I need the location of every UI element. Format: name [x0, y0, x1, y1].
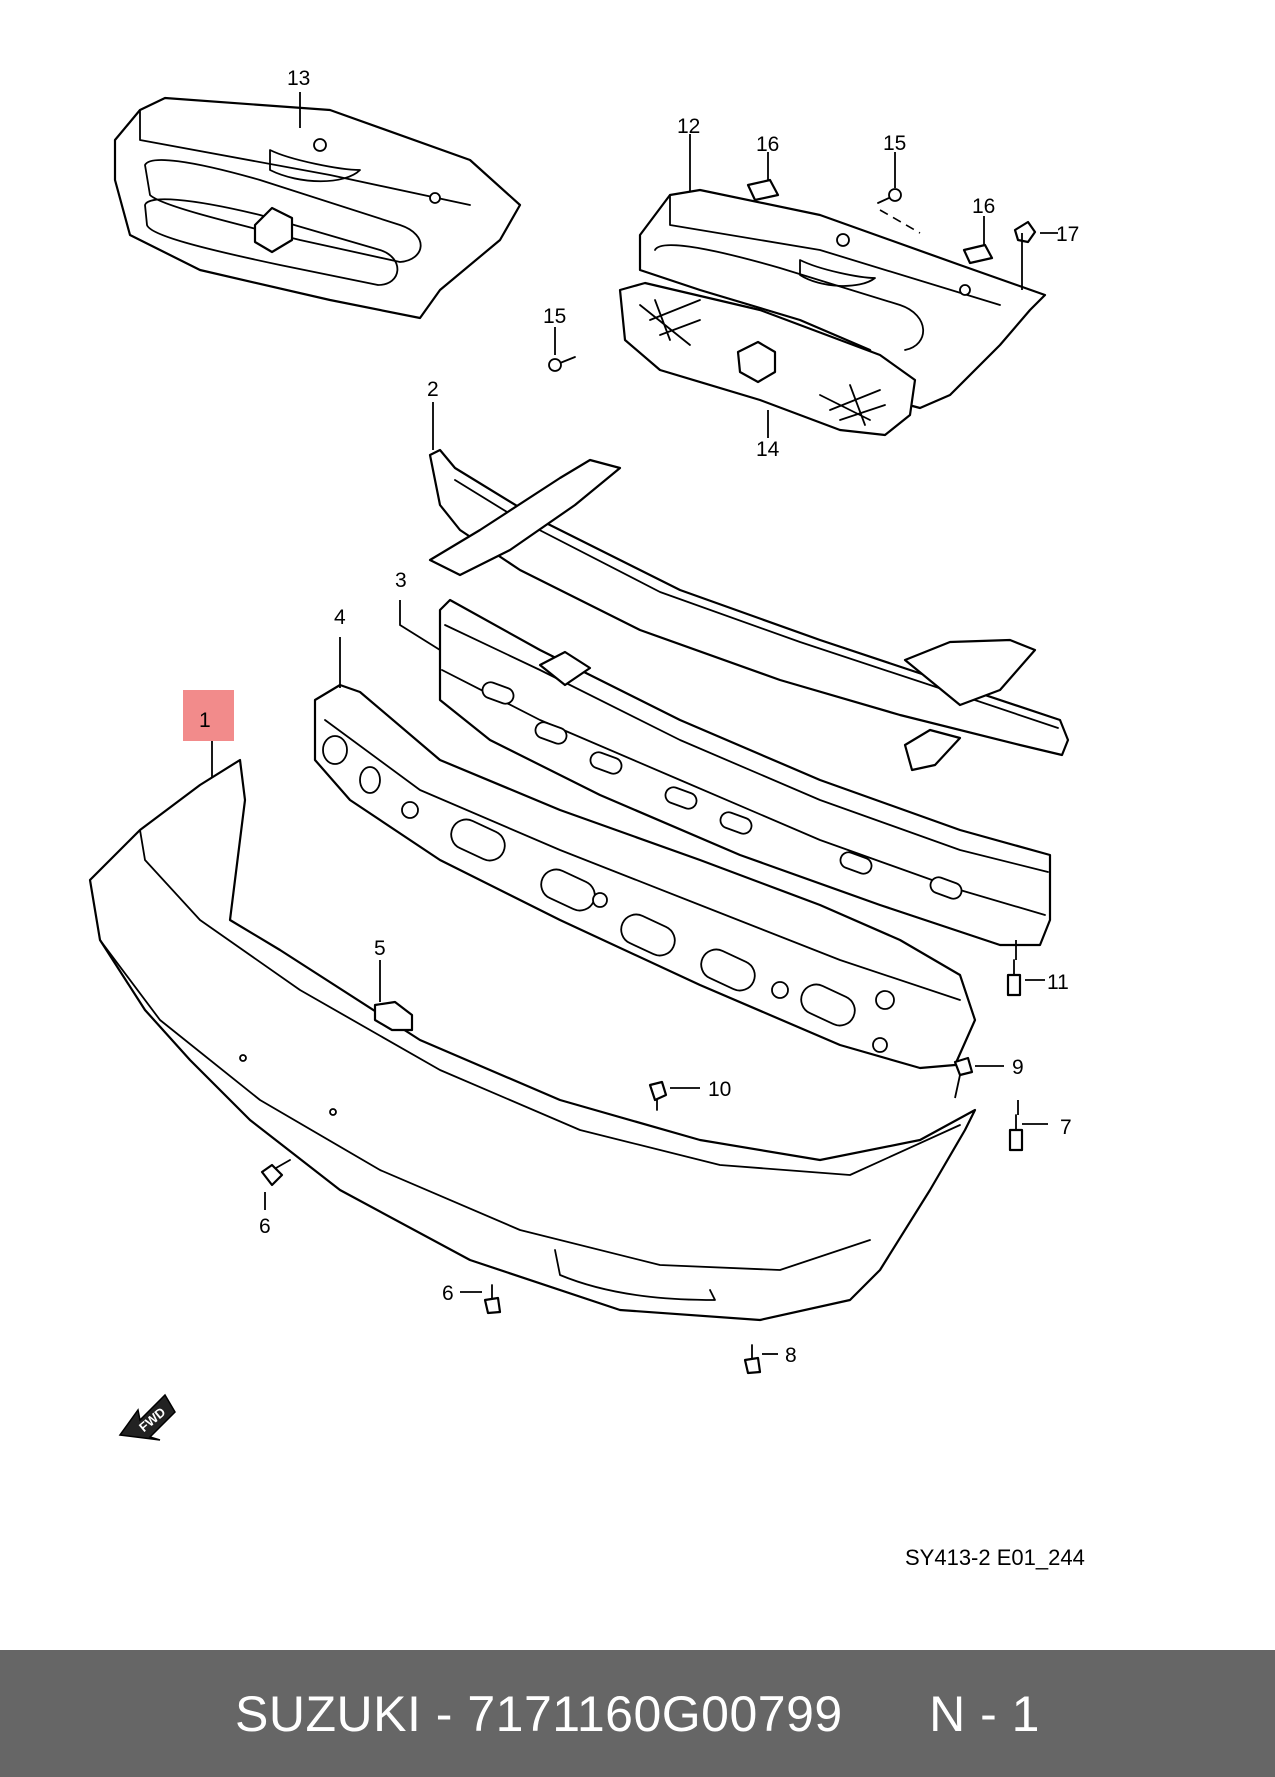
- callout-10: 10: [708, 1078, 731, 1101]
- callout-13: 13: [287, 67, 310, 90]
- part-14-grille-insert: [618, 281, 917, 437]
- fastener-11: [1006, 959, 1022, 997]
- part-3-slots: [481, 681, 963, 900]
- fastener-7: [1008, 1114, 1024, 1152]
- callout-17: 17: [1056, 223, 1079, 246]
- fastener-6-bottom: [483, 1284, 502, 1315]
- fwd-arrow-icon: FWD: [118, 1393, 176, 1441]
- parts-diagram: 1 2 3 4 5 6 6 7 8 9 10 11 12 13 14 15 15…: [88, 67, 1079, 1441]
- reference-code: SY413-2 E01_244: [905, 1545, 1085, 1570]
- fastener-16-right: [962, 243, 994, 265]
- callout-2: 2: [427, 378, 439, 401]
- part-3-reinforcement: [438, 598, 1052, 947]
- footer-brand: SUZUKI: [235, 1685, 422, 1742]
- callout-14: 14: [756, 438, 780, 461]
- callout-11: 11: [1047, 971, 1069, 994]
- callout-6-bottom: 6: [442, 1282, 454, 1305]
- footer-part-number: 7171160G00799: [467, 1685, 843, 1742]
- part-1-bumper-cover: [88, 758, 977, 1322]
- callout-16-right: 16: [972, 195, 995, 218]
- callout-1: 1: [199, 709, 211, 732]
- callout-5: 5: [374, 937, 386, 960]
- leader-lines: [211, 92, 1058, 1355]
- part-4-holes: [322, 735, 895, 1053]
- callout-4: 4: [334, 606, 346, 629]
- fastener-8: [743, 1344, 762, 1375]
- footer-bar: SUZUKI - 7171160G00799 N - 1: [0, 1650, 1275, 1777]
- fastener-6-left: [260, 1159, 291, 1187]
- fastener-15-left: [548, 356, 576, 372]
- callout-16-left: 16: [756, 133, 779, 156]
- footer-gap: [843, 1685, 929, 1743]
- part-12-grille-frame: [638, 188, 1047, 410]
- fastener-15-right: [877, 188, 921, 234]
- part-5-bracket: [373, 1000, 414, 1032]
- fastener-9: [953, 1056, 974, 1077]
- footer-separator: -: [421, 1685, 468, 1742]
- fastener-16-left: [746, 178, 780, 202]
- fastener-10: [648, 1080, 668, 1111]
- callout-8: 8: [785, 1344, 797, 1367]
- part-2-upper-beam: [428, 448, 1070, 772]
- callout-1-highlight: [183, 690, 234, 741]
- callouts: 1 2 3 4 5 6 6 7 8 9 10 11 12 13 14 15 15…: [199, 67, 1079, 1367]
- part-4-absorber: [313, 683, 977, 1070]
- callout-9: 9: [1012, 1056, 1024, 1079]
- callout-15-left: 15: [543, 305, 566, 328]
- part-13-grille: [113, 96, 522, 320]
- callout-15-right: 15: [883, 132, 906, 155]
- callout-7: 7: [1060, 1116, 1072, 1139]
- callout-3: 3: [395, 569, 407, 592]
- footer-position: N - 1: [929, 1685, 1040, 1742]
- callout-6-left: 6: [259, 1215, 271, 1238]
- callout-12: 12: [677, 115, 700, 138]
- fastener-17: [1013, 220, 1037, 244]
